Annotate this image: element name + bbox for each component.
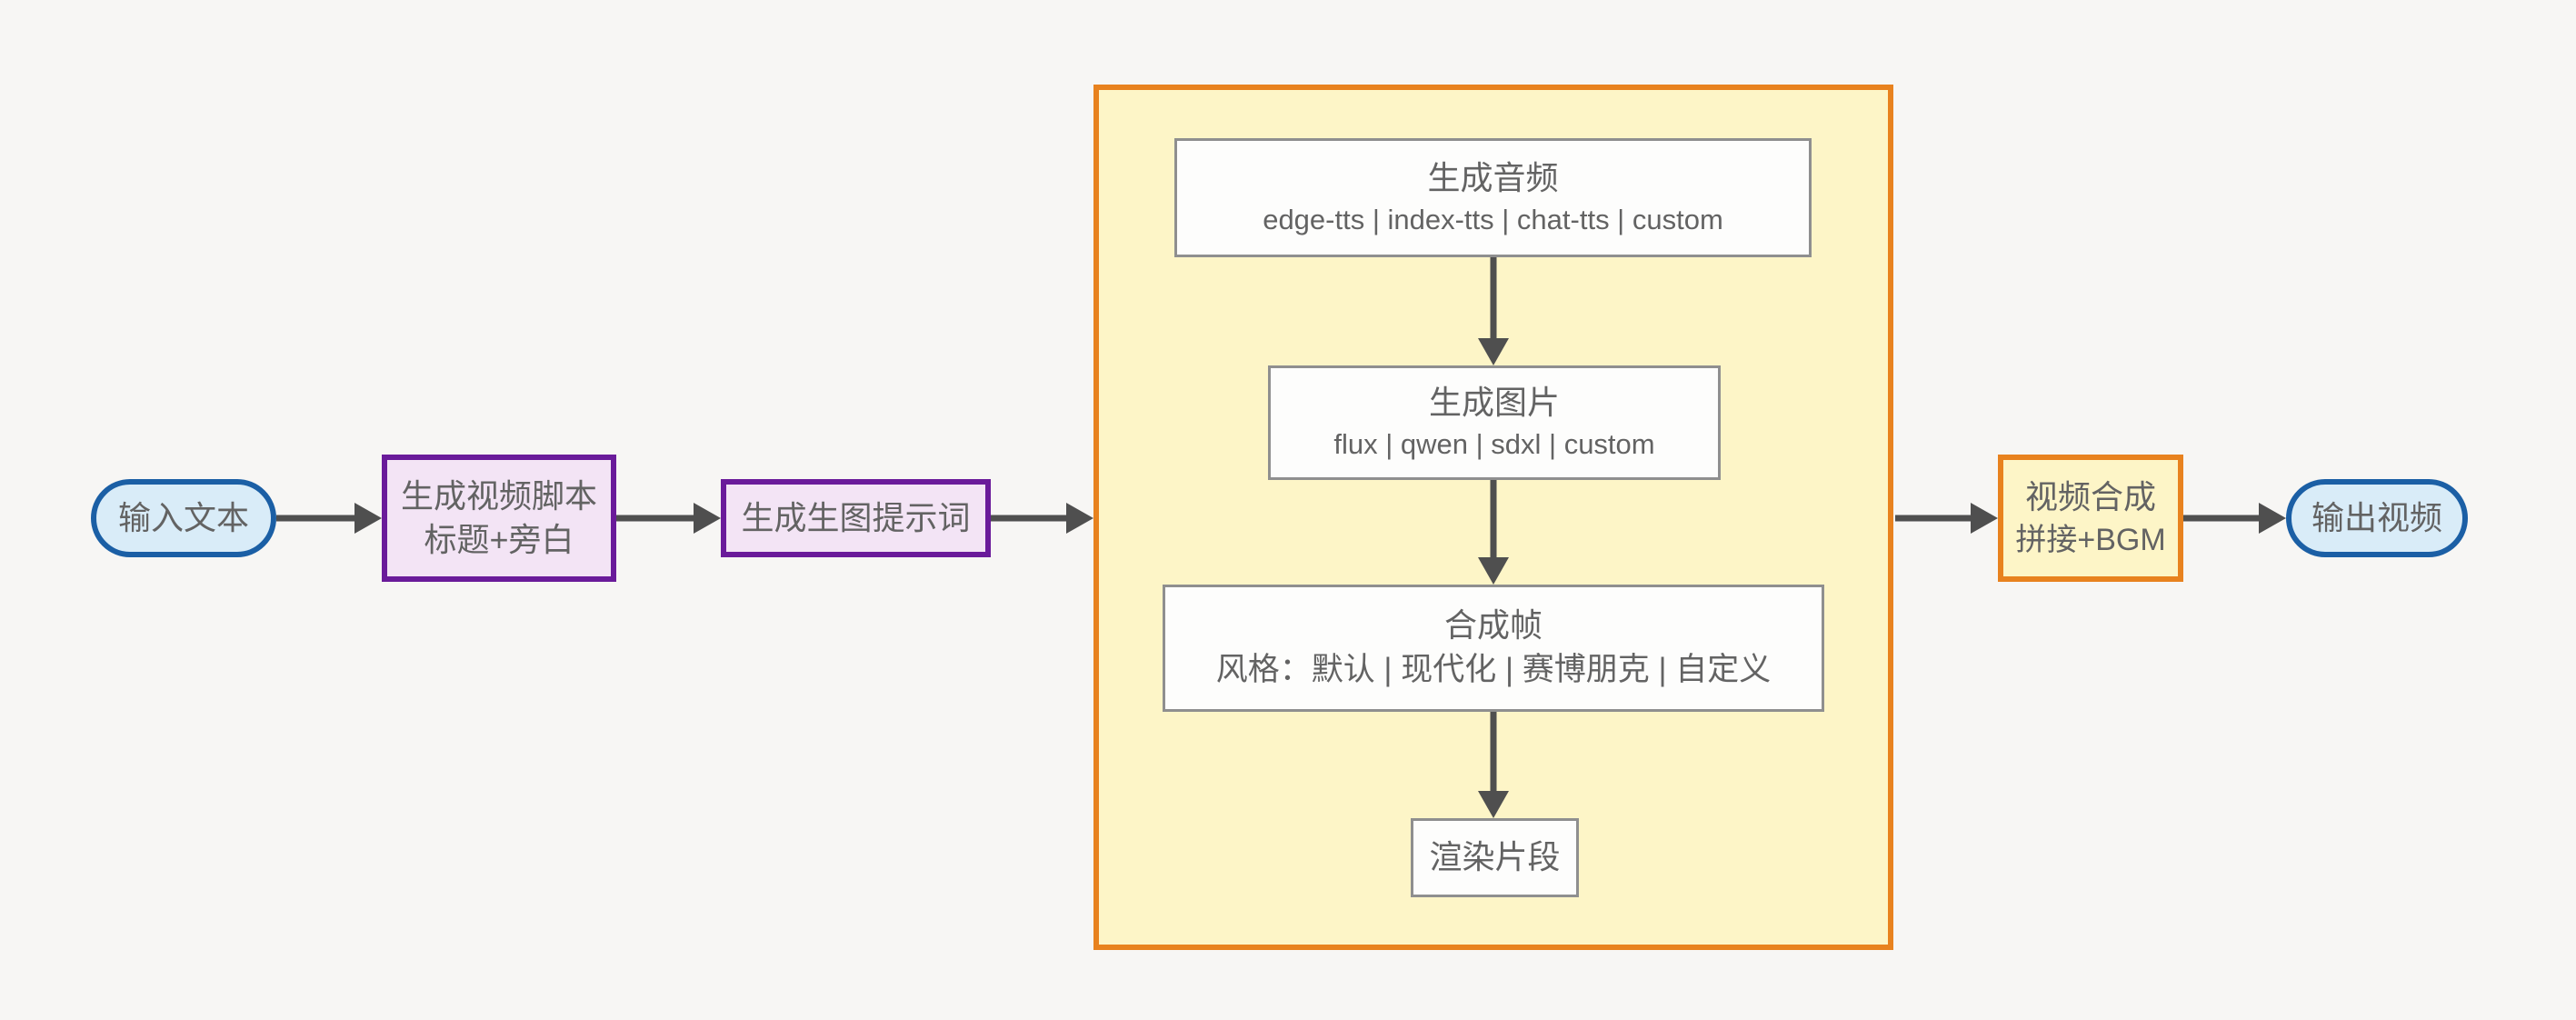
arrow-shaft	[991, 515, 1070, 522]
node-video-compose-line1: 视频合成	[2024, 478, 2156, 515]
node-generate-audio: 生成音频 edge-tts | index-tts | chat-tts | c…	[1174, 138, 1812, 257]
arrowhead-icon	[694, 503, 721, 534]
arrowhead-icon	[1066, 503, 1093, 534]
node-render-clip-label: 渲染片段	[1429, 838, 1561, 876]
arrowhead-icon	[1971, 503, 1998, 534]
arrow-shaft	[616, 515, 697, 522]
arrow-script-to-prompt	[616, 502, 721, 535]
node-generate-audio-line2: edge-tts | index-tts | chat-tts | custom	[1263, 203, 1723, 235]
node-generate-audio-line1: 生成音频	[1427, 158, 1559, 196]
arrowhead-icon	[2259, 503, 2286, 534]
node-output-video: 输出视频	[2286, 479, 2468, 557]
arrow-pipeline-to-compose	[1895, 502, 1998, 535]
arrow-audio-to-image	[1477, 257, 1510, 365]
arrowhead-icon	[1478, 338, 1509, 365]
node-generate-image-prompt-label: 生成生图提示词	[741, 498, 971, 536]
node-generate-script-line2: 标题+旁白	[424, 521, 574, 558]
arrow-shaft	[1490, 712, 1497, 795]
arrow-shaft	[2183, 515, 2262, 522]
arrowhead-icon	[1478, 557, 1509, 585]
node-compose-frame: 合成帧 风格：默认 | 现代化 | 赛博朋克 | 自定义	[1163, 585, 1824, 712]
node-video-compose: 视频合成 拼接+BGM	[1998, 455, 2183, 582]
arrow-input-to-script	[276, 502, 382, 535]
node-generate-image: 生成图片 flux | qwen | sdxl | custom	[1268, 365, 1721, 480]
arrow-compose-to-output	[2183, 502, 2286, 535]
arrow-shaft	[1490, 480, 1497, 561]
node-generate-image-line1: 生成图片	[1428, 384, 1560, 421]
node-compose-frame-line1: 合成帧	[1443, 606, 1543, 644]
node-compose-frame-line2: 风格：默认 | 现代化 | 赛博朋克 | 自定义	[1215, 652, 1772, 687]
node-output-video-label: 输出视频	[2311, 498, 2442, 536]
arrowhead-icon	[1478, 791, 1509, 818]
arrowhead-icon	[354, 503, 382, 534]
node-generate-image-prompt: 生成生图提示词	[721, 479, 991, 557]
arrow-prompt-to-pipeline	[991, 502, 1093, 535]
node-render-clip: 渲染片段	[1411, 818, 1579, 897]
node-generate-script: 生成视频脚本 标题+旁白	[382, 455, 616, 582]
arrow-shaft	[276, 515, 358, 522]
arrow-shaft	[1490, 257, 1497, 342]
node-generate-image-line2: flux | qwen | sdxl | custom	[1333, 428, 1655, 460]
arrow-frame-to-render	[1477, 712, 1510, 818]
node-input-text-label: 输入文本	[117, 498, 249, 536]
arrow-shaft	[1895, 515, 1974, 522]
node-video-compose-line2: 拼接+BGM	[2015, 523, 2166, 557]
node-input-text: 输入文本	[91, 479, 276, 557]
node-generate-script-line1: 生成视频脚本	[400, 477, 597, 515]
arrow-image-to-frame	[1477, 480, 1510, 585]
